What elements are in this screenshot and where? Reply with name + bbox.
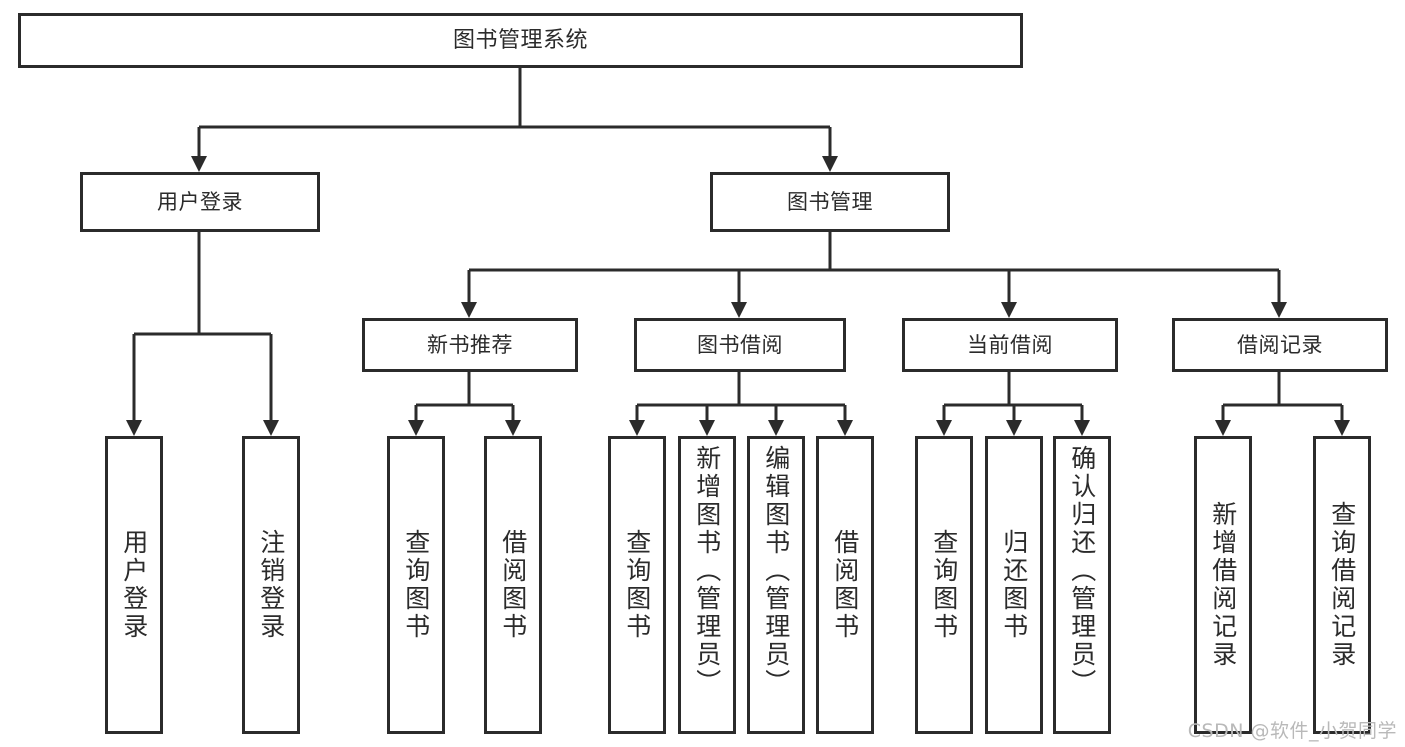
node-leaf-query-book-3[interactable]: 查询图书	[915, 436, 973, 734]
arrow-userlogin-l2	[263, 420, 279, 436]
node-leaf-add-record-label: 新增借阅记录	[1208, 501, 1238, 669]
arrow-borrow-l3	[768, 420, 784, 436]
arrow-record-l1	[1215, 420, 1231, 436]
node-leaf-return-book-label: 归还图书	[999, 529, 1029, 641]
node-new-book-rec[interactable]: 新书推荐	[362, 318, 578, 372]
node-borrow-record-label: 借阅记录	[1237, 332, 1323, 357]
node-leaf-return-book[interactable]: 归还图书	[985, 436, 1043, 734]
arrow-borrow-l4	[837, 420, 853, 436]
node-root[interactable]: 图书管理系统	[18, 13, 1023, 68]
arrow-borrow-l2	[699, 420, 715, 436]
node-book-manage[interactable]: 图书管理	[710, 172, 950, 232]
node-leaf-edit-book-label: 编辑图书（管理员）	[761, 445, 791, 697]
arrow-bm-to-borrow	[731, 302, 747, 318]
node-leaf-query-book-3-label: 查询图书	[929, 529, 959, 641]
node-leaf-user-login[interactable]: 用户登录	[105, 436, 163, 734]
node-leaf-query-record-label: 查询借阅记录	[1327, 501, 1357, 669]
node-leaf-add-record[interactable]: 新增借阅记录	[1194, 436, 1252, 734]
node-leaf-borrow-book-2[interactable]: 借阅图书	[816, 436, 874, 734]
node-leaf-query-book-2[interactable]: 查询图书	[608, 436, 666, 734]
node-leaf-user-login-label: 用户登录	[119, 529, 149, 641]
node-leaf-add-book-label: 新增图书（管理员）	[692, 445, 722, 697]
node-user-login[interactable]: 用户登录	[80, 172, 320, 232]
node-leaf-user-logout-label: 注销登录	[256, 529, 286, 641]
arrow-newbook-l1	[408, 420, 424, 436]
node-new-book-rec-label: 新书推荐	[427, 332, 513, 357]
node-leaf-query-record[interactable]: 查询借阅记录	[1313, 436, 1371, 734]
arrow-userlogin-l1	[126, 420, 142, 436]
arrow-root-to-userlogin	[191, 156, 207, 172]
node-root-label: 图书管理系统	[452, 27, 588, 53]
arrow-bm-to-newbook	[461, 302, 477, 318]
node-book-borrow-label: 图书借阅	[697, 332, 783, 357]
node-leaf-confirm-return[interactable]: 确认归还（管理员）	[1053, 436, 1111, 734]
arrow-current-l2	[1006, 420, 1022, 436]
arrow-bm-to-record	[1271, 302, 1287, 318]
arrow-record-l2	[1334, 420, 1350, 436]
node-leaf-query-book-1-label: 查询图书	[401, 529, 431, 641]
node-leaf-confirm-return-label: 确认归还（管理员）	[1067, 445, 1097, 697]
node-leaf-borrow-book-1[interactable]: 借阅图书	[484, 436, 542, 734]
node-book-borrow[interactable]: 图书借阅	[634, 318, 846, 372]
node-leaf-query-book-2-label: 查询图书	[622, 529, 652, 641]
node-book-manage-label: 图书管理	[787, 189, 873, 214]
node-leaf-query-book-1[interactable]: 查询图书	[387, 436, 445, 734]
node-user-login-label: 用户登录	[157, 189, 243, 214]
node-leaf-user-logout[interactable]: 注销登录	[242, 436, 300, 734]
arrow-bm-to-current	[1001, 302, 1017, 318]
node-leaf-borrow-book-2-label: 借阅图书	[830, 529, 860, 641]
node-leaf-add-book[interactable]: 新增图书（管理员）	[678, 436, 736, 734]
arrow-root-to-bookmanage	[822, 156, 838, 172]
arrow-current-l3	[1074, 420, 1090, 436]
node-leaf-edit-book[interactable]: 编辑图书（管理员）	[747, 436, 805, 734]
arrow-current-l1	[936, 420, 952, 436]
node-borrow-record[interactable]: 借阅记录	[1172, 318, 1388, 372]
arrow-newbook-l2	[505, 420, 521, 436]
node-current-borrow-label: 当前借阅	[967, 332, 1053, 357]
csdn-watermark: CSDN @软件_小贺同学	[1187, 720, 1397, 742]
node-leaf-borrow-book-1-label: 借阅图书	[498, 529, 528, 641]
arrow-borrow-l1	[629, 420, 645, 436]
node-current-borrow[interactable]: 当前借阅	[902, 318, 1118, 372]
